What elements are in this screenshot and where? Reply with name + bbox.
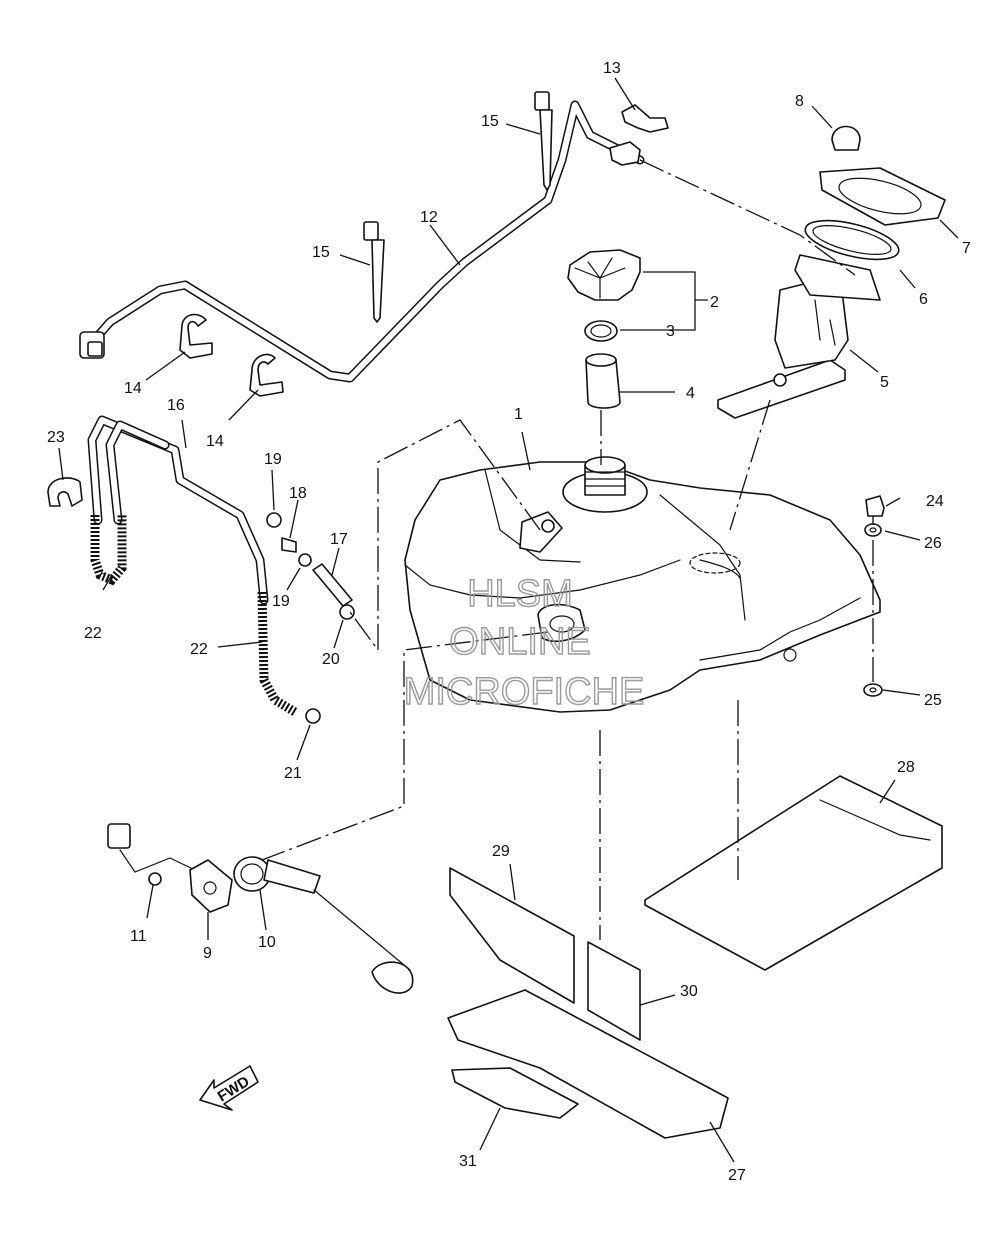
callout-3: 3 <box>666 323 675 340</box>
clamp-23 <box>47 477 83 507</box>
callout-28: 28 <box>897 759 915 776</box>
cap-nut-8 <box>831 125 861 151</box>
callout-14-left: 14 <box>124 380 142 397</box>
gasket-6 <box>804 219 900 261</box>
callout-30: 30 <box>680 983 698 1000</box>
clip-19-upper <box>266 512 282 528</box>
plate-7 <box>819 167 946 226</box>
callout-10: 10 <box>258 934 276 951</box>
drain-hose-16 <box>87 415 269 605</box>
fuel-pump-5 <box>717 254 881 419</box>
strainer-4 <box>585 353 621 409</box>
filler-cap-2 <box>567 249 641 301</box>
callout-5: 5 <box>880 374 889 391</box>
callout-24: 24 <box>926 493 944 510</box>
callout-12: 12 <box>420 209 438 226</box>
protector-hose-22-left <box>90 515 127 586</box>
protector-31 <box>451 1067 579 1119</box>
callout-26: 26 <box>924 535 942 552</box>
callout-4: 4 <box>686 385 695 402</box>
callout-8: 8 <box>795 93 804 110</box>
callout-15-lower: 15 <box>312 244 330 261</box>
callout-2: 2 <box>710 294 719 311</box>
gasket-3 <box>584 320 618 342</box>
hose-17 <box>312 563 353 607</box>
callout-20: 20 <box>322 651 340 668</box>
protector-30 <box>587 941 641 1041</box>
clip-14-left <box>179 313 213 359</box>
forward-arrow-icon: FWD <box>199 1065 259 1111</box>
clip-14-right <box>249 353 284 397</box>
breather-hose-12 <box>79 100 645 383</box>
callout-31: 31 <box>459 1153 477 1170</box>
washer-26 <box>864 523 882 537</box>
assembly-lines <box>261 159 874 940</box>
callout-19-upper: 19 <box>264 451 282 468</box>
callout-15-upper: 15 <box>481 113 499 130</box>
leader-lines <box>58 77 959 1163</box>
callout-17: 17 <box>330 531 348 548</box>
callout-11: 11 <box>130 928 147 945</box>
callout-6: 6 <box>919 291 928 308</box>
callout-9: 9 <box>203 945 212 962</box>
callout-7: 7 <box>962 240 971 257</box>
screw-11 <box>148 872 162 886</box>
callout-27: 27 <box>728 1167 746 1184</box>
protector-29 <box>449 867 575 1004</box>
protector-28 <box>644 775 943 971</box>
callout-14-right: 14 <box>206 433 224 450</box>
callout-22-right: 22 <box>190 641 208 658</box>
callout-25: 25 <box>924 692 942 709</box>
callout-29: 29 <box>492 843 510 860</box>
callout-numbers: 1 2 3 4 5 6 7 8 9 10 11 12 13 14 14 15 1… <box>47 60 971 1184</box>
gasket-10 <box>233 856 271 892</box>
watermark: HLSM ONLINE MICROFICHE <box>403 572 645 713</box>
clip-13 <box>609 104 669 166</box>
watermark-line2: ONLINE <box>449 621 590 663</box>
callout-21: 21 <box>284 765 302 782</box>
cable-tie-15-lower <box>363 221 385 323</box>
clip-19-lower <box>298 553 312 567</box>
callout-13: 13 <box>603 60 621 77</box>
callout-1: 1 <box>514 406 523 423</box>
protector-hose-22-right <box>257 591 298 716</box>
float-arm <box>263 859 414 994</box>
cable-tie-15-upper <box>534 91 553 191</box>
washer-25 <box>863 683 883 697</box>
callout-22-left: 22 <box>84 625 102 642</box>
callout-23: 23 <box>47 429 65 446</box>
joint-18 <box>281 537 297 553</box>
watermark-line1: HLSM <box>467 573 573 615</box>
fuel-tank-1 <box>404 456 881 713</box>
callout-19-lower: 19 <box>272 593 290 610</box>
callout-18: 18 <box>289 485 307 502</box>
clip-21 <box>305 708 321 724</box>
watermark-line3: MICROFICHE <box>404 671 645 713</box>
clip-20 <box>339 604 355 620</box>
callout-16: 16 <box>167 397 185 414</box>
fuel-sender-9 <box>189 859 233 913</box>
protector-27 <box>447 989 729 1139</box>
sender-wire <box>107 823 196 873</box>
bolt-24 <box>865 495 885 517</box>
